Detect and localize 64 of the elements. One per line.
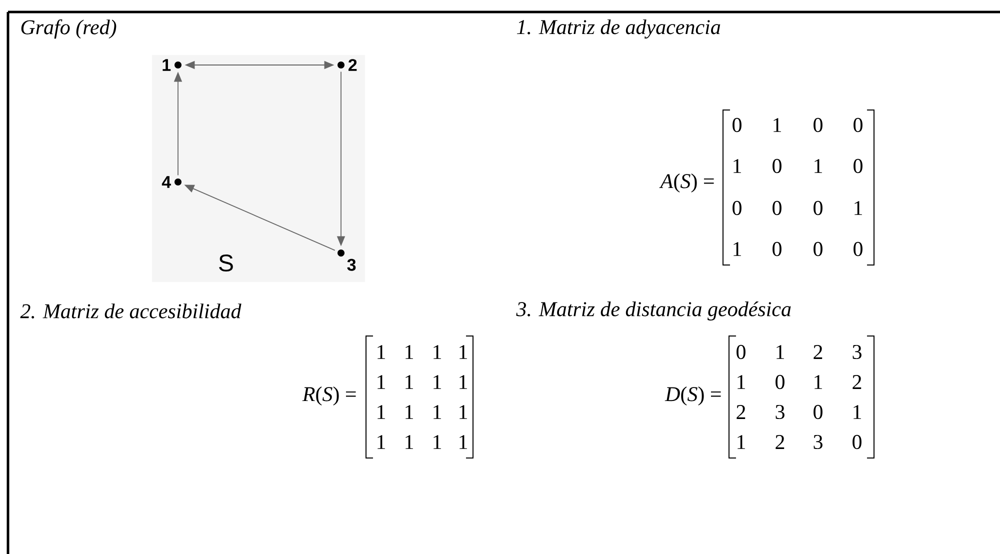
matrix-entry: 0	[814, 242, 822, 256]
matrix-entry: 1	[378, 375, 385, 389]
matrix-entry: 3	[814, 434, 822, 450]
matrix-entry: 1	[776, 345, 784, 359]
matrix-entry: 0	[852, 434, 862, 450]
matrix-entry: 0	[776, 374, 784, 390]
matrix-entry: 1	[460, 405, 467, 419]
matrix-entry: 1	[406, 375, 413, 389]
matrix-entry: 1	[460, 375, 467, 389]
node-label: 3	[347, 258, 356, 271]
matrix-entry: 1	[738, 375, 745, 389]
graph-name: S	[219, 254, 233, 272]
section-heading: 2. Matriz de accesibilidad	[20, 304, 242, 318]
matrix-entry: 0	[736, 344, 746, 360]
matrix-entry: 2	[736, 405, 746, 419]
matrix-entry: 0	[772, 158, 782, 174]
matrix-entry: 1	[854, 405, 861, 419]
matrix-entry: 0	[854, 118, 862, 132]
matrix-entry: 0	[814, 404, 822, 420]
matrix-entry: 0	[772, 242, 782, 256]
matrix-entry: 1	[434, 405, 441, 419]
matrix-entry: 1	[378, 405, 385, 419]
matrix-name: D(S) =	[664, 386, 721, 406]
matrix-entry: 1	[814, 375, 822, 389]
matrix-entry: 1	[378, 345, 385, 359]
section-heading: 3. Matriz de distancia geodésica	[516, 301, 791, 321]
section-heading: 1. Matriz de adyacencia	[516, 19, 720, 39]
matrix-entry: 3	[776, 404, 784, 420]
section-heading: Grafo (red)	[21, 19, 116, 39]
matrix-entry: 1	[434, 375, 441, 389]
matrix-entry: 1	[774, 118, 781, 132]
matrix-entry: 0	[732, 200, 742, 216]
matrix-entry: 1	[406, 345, 413, 359]
matrix-entry: 3	[852, 344, 862, 360]
matrix-entry: 0	[732, 118, 742, 132]
graph-vertex: 3	[338, 250, 356, 271]
matrix-entry: 1	[734, 159, 741, 173]
matrix-entry: 1	[460, 345, 467, 359]
matrix-entry: 0	[814, 200, 822, 216]
matrix-entry: 1	[378, 435, 385, 449]
matrix-entry: 1	[814, 159, 822, 173]
matrix-name: A(S) =	[659, 173, 714, 193]
graph-vertex: 2	[338, 59, 357, 71]
matrix-entry: 1	[734, 242, 741, 256]
node-label: 2	[348, 59, 357, 71]
node-label: 1	[162, 59, 171, 71]
matrix-entry: 1	[434, 435, 441, 449]
matrix-entry: 2	[776, 435, 784, 449]
graph-vertex: 4	[162, 176, 182, 188]
matrix-entry: 0	[772, 200, 782, 216]
matrix-entry: 1	[406, 435, 413, 449]
matrix-entry: 2	[814, 345, 822, 359]
matrix-entry: 1	[854, 201, 862, 215]
matrix-entry: 2	[852, 375, 862, 389]
matrix-entry: 0	[854, 158, 862, 174]
matrix-entry: 0	[854, 242, 862, 256]
matrix-entry: 0	[814, 118, 822, 132]
graph-vertex: 1	[162, 59, 182, 71]
matrix-name: R(S) =	[302, 386, 356, 406]
node-label: 4	[162, 176, 172, 188]
matrix-entry: 1	[434, 345, 441, 359]
matrix-entry: 1	[738, 435, 745, 449]
matrix-entry: 1	[460, 435, 467, 449]
matrix-entry: 1	[406, 405, 413, 419]
